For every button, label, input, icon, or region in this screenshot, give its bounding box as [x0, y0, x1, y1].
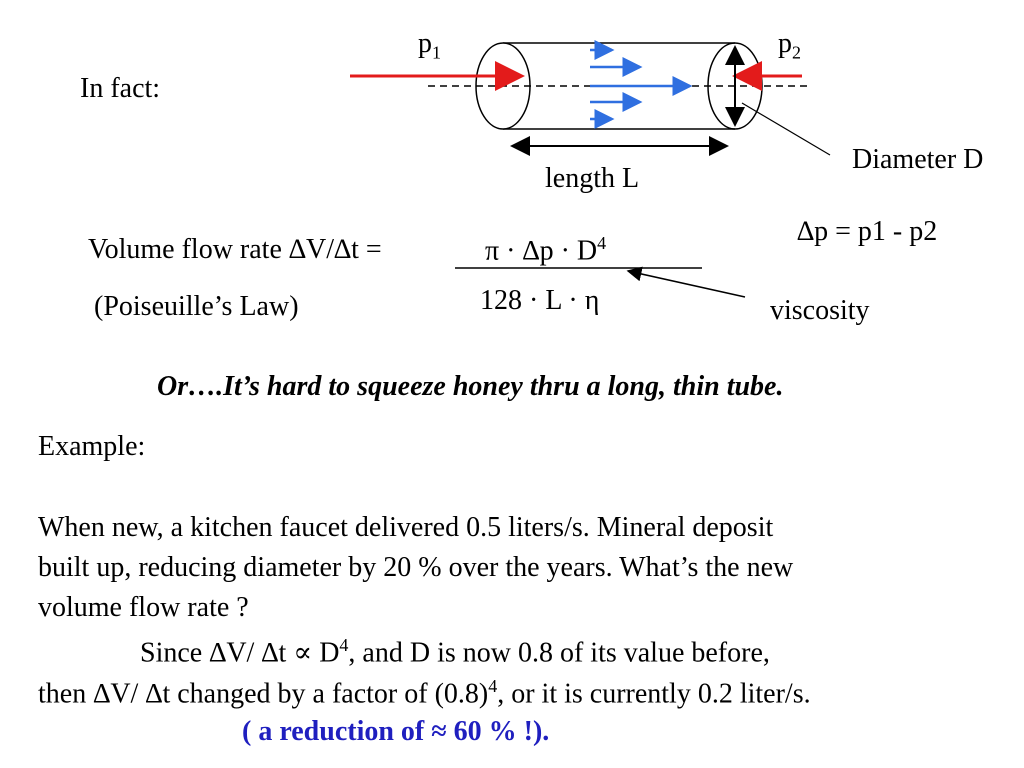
length-label: length L: [545, 163, 640, 194]
diameter-leader: [741, 102, 831, 156]
example-line-3: volume flow rate ?: [38, 592, 249, 623]
intro-label: In fact:: [80, 73, 161, 104]
pressure-difference-label: ∆p = p1 - p2: [797, 216, 938, 247]
numerator-text: π · ∆p · D: [485, 235, 598, 267]
law-name: (Poiseuille’s Law): [94, 291, 299, 322]
line5-part-b: , or it is currently 0.2 liter/s.: [497, 678, 811, 710]
formula-denominator: 128 · L · η: [480, 285, 600, 316]
p2-symbol: p: [778, 28, 792, 59]
p2-subscript: 2: [792, 42, 801, 63]
tagline: Or….It’s hard to squeeze honey thru a lo…: [157, 371, 784, 402]
conclusion: ( a reduction of ≈ 60 % !).: [242, 716, 550, 747]
line4-exponent: 4: [339, 635, 349, 655]
example-line-1: When new, a kitchen faucet delivered 0.5…: [38, 512, 774, 543]
example-line-5: then ∆V/ ∆t changed by a factor of (0.8)…: [38, 677, 811, 708]
example-line-4: Since ∆V/ ∆t ∝ D4, and D is now 0.8 of i…: [140, 636, 770, 667]
line5-exponent: 4: [488, 676, 498, 696]
formula-numerator: π · ∆p · D4: [485, 234, 606, 265]
flow-arrows: [590, 40, 693, 129]
line4-part-a: Since ∆V/ ∆t ∝ D: [140, 637, 340, 669]
p1-symbol: p: [418, 28, 432, 59]
p2-label: p2: [778, 30, 801, 62]
viscosity-label: viscosity: [770, 295, 870, 326]
example-line-2: built up, reducing diameter by 20 % over…: [38, 552, 794, 583]
p1-label: p1: [418, 30, 441, 62]
viscosity-arrow: [626, 266, 746, 298]
diameter-label: Diameter D: [852, 144, 984, 175]
formula-left-side: Volume flow rate ∆V/∆t =: [88, 234, 382, 265]
line4-part-b: , and D is now 0.8 of its value before,: [348, 637, 770, 669]
example-heading: Example:: [38, 431, 146, 462]
numerator-exponent: 4: [597, 233, 607, 253]
p1-subscript: 1: [432, 42, 441, 63]
line5-part-a: then ∆V/ ∆t changed by a factor of (0.8): [38, 678, 489, 710]
